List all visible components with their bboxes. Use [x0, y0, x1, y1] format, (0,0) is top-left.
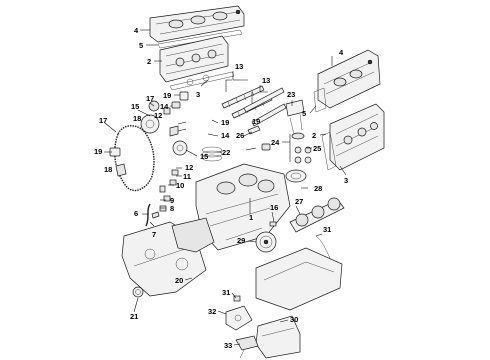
callout-4-left: 4 [134, 26, 139, 35]
callout-6: 6 [134, 209, 138, 218]
upper-oil-pan [255, 247, 343, 311]
callout-13-a: 13 [235, 62, 243, 71]
left-head-gasket [169, 71, 235, 91]
crankshaft [289, 197, 345, 233]
callout-3-left: 3 [196, 90, 200, 99]
engine-block [195, 163, 291, 251]
camshaft-right-upper [243, 87, 285, 113]
vvt-solenoid-upper [171, 91, 189, 109]
leader-lines [104, 29, 347, 346]
lower-oil-pan [255, 315, 301, 359]
callout-21: 21 [130, 312, 138, 321]
front-cover-inner [171, 217, 215, 253]
callout-1: 1 [249, 213, 253, 222]
crank-pulley [255, 231, 277, 253]
callout-20: 20 [175, 276, 183, 285]
callout-14-a: 14 [160, 102, 169, 111]
callout-23: 23 [287, 90, 295, 99]
callout-31-a: 31 [222, 288, 230, 297]
rear-seal-plate [285, 169, 307, 183]
callout-19-a: 19 [163, 91, 171, 100]
oil-pump [225, 305, 253, 331]
callout-7: 7 [152, 230, 156, 239]
oil-pan-gasket-line [315, 235, 331, 259]
callout-2-right: 2 [312, 131, 316, 140]
callout-15-a: 15 [131, 102, 139, 111]
callout-16: 16 [270, 203, 278, 212]
small-fasteners [159, 169, 179, 212]
callout-18-a: 18 [133, 114, 141, 123]
left-valve-cover [149, 5, 245, 43]
callout-5-left: 5 [139, 41, 143, 50]
callout-17-b: 17 [99, 116, 107, 125]
right-cylinder-head [329, 103, 385, 171]
callout-11: 11 [183, 172, 191, 181]
callout-26: 26 [236, 131, 244, 140]
callout-12-a: 12 [154, 111, 162, 120]
chain-tensioner [109, 147, 127, 177]
left-cylinder-head [159, 35, 229, 83]
callout-28: 28 [314, 184, 322, 193]
callout-5-right: 5 [302, 109, 306, 118]
callout-9: 9 [170, 196, 174, 205]
callout-24: 24 [271, 138, 280, 147]
callout-13-b: 13 [262, 76, 270, 85]
callout-10: 10 [176, 181, 184, 190]
callout-3-right: 3 [344, 176, 348, 185]
left-valve-cover-gasket [157, 29, 243, 49]
callout-12-b: 12 [185, 163, 193, 172]
right-head-gasket [321, 131, 337, 171]
right-valve-cover [317, 49, 381, 109]
piston-assembly [285, 99, 305, 140]
idler-sprocket [172, 140, 188, 156]
callout-19-d: 19 [252, 117, 260, 126]
rod-bearings [294, 146, 312, 164]
crank-key [269, 221, 277, 227]
piston-rings [201, 146, 223, 162]
callout-15-b: 15 [200, 152, 208, 161]
callout-31-b: 31 [323, 225, 331, 234]
callout-25: 25 [313, 144, 321, 153]
callout-32: 32 [208, 307, 216, 316]
oil-pump-chain-guide [247, 125, 271, 151]
callout-labels: 4 5 2 3 13 13 19 14 15 17 18 12 17 19 15… [94, 26, 348, 350]
callout-19-b: 19 [94, 147, 102, 156]
cam-sprocket [140, 114, 160, 134]
dipstick-tube [145, 203, 160, 227]
callout-30: 30 [290, 315, 298, 324]
callout-4-right: 4 [339, 48, 344, 57]
timing-chain [114, 125, 155, 192]
right-valve-cover-gasket [313, 87, 327, 113]
callout-19-c: 19 [221, 118, 229, 127]
camshaft-left-upper [221, 85, 265, 109]
callout-18-b: 18 [104, 165, 112, 174]
callout-14-b: 14 [221, 131, 230, 140]
pan-small-bolt [233, 295, 241, 302]
callout-33: 33 [224, 341, 232, 350]
callout-29: 29 [237, 236, 245, 245]
callout-27: 27 [295, 197, 303, 206]
camshaft-right-lower [251, 103, 287, 127]
callout-17-a: 17 [146, 94, 154, 103]
callout-22: 22 [222, 148, 230, 157]
oil-strainer [235, 335, 259, 359]
callout-8: 8 [170, 204, 174, 213]
front-crank-seal [132, 286, 144, 298]
callout-2-left: 2 [147, 57, 151, 66]
